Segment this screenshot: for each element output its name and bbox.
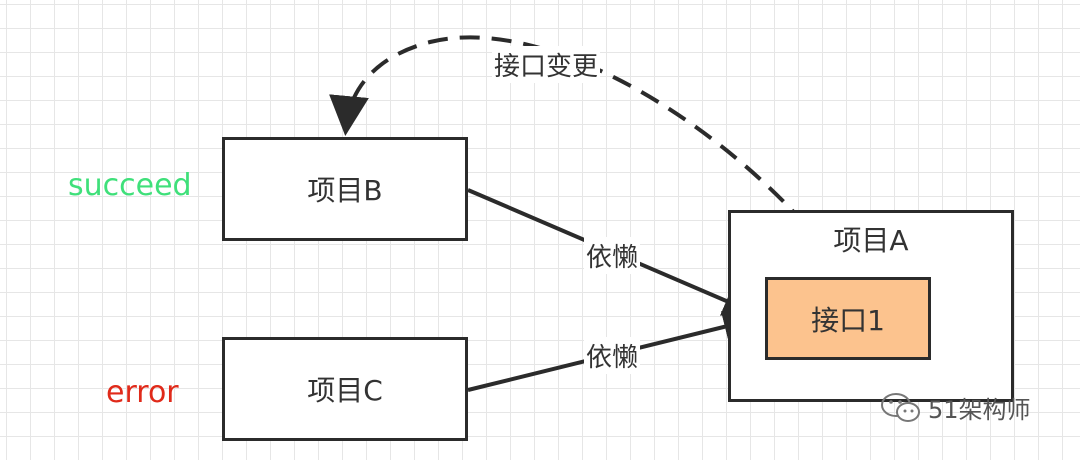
node-project-a-label: 项目A: [833, 224, 909, 257]
status-error-label: error: [106, 375, 179, 410]
edge-depend-c-label: 依懒: [584, 337, 641, 374]
edge-depend-b-label: 依懒: [584, 237, 641, 274]
node-project-b-label: 项目B: [307, 174, 383, 207]
node-project-c: 项目C: [222, 337, 468, 441]
wechat-icon: [881, 392, 920, 422]
node-project-b: 项目B: [222, 137, 468, 241]
watermark: 51架构师: [880, 390, 1031, 425]
status-succeed-label: succeed: [68, 168, 192, 203]
node-interface-1-label: 接口1: [811, 303, 885, 337]
node-project-c-label: 项目C: [307, 374, 383, 407]
watermark-text: 51架构师: [928, 396, 1031, 424]
edge-interface-change-label: 接口变更: [492, 46, 601, 83]
node-interface-1: 接口1: [765, 277, 931, 360]
